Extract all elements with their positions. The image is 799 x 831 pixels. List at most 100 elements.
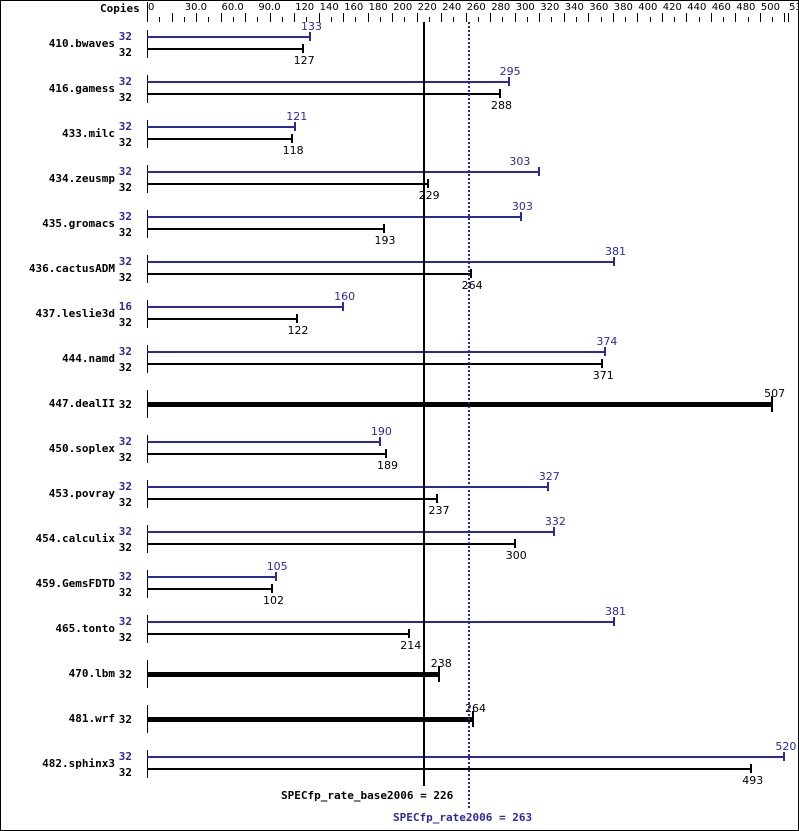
base-value-label: 118 xyxy=(282,144,304,157)
axis-tick xyxy=(527,17,528,22)
base-bar-endcap xyxy=(271,584,274,593)
peak-copies: 32 xyxy=(118,750,132,763)
axis-tick-label: 280 xyxy=(491,2,511,13)
base-value-label: 237 xyxy=(428,504,450,517)
axis-tick-label: 200 xyxy=(393,2,413,13)
axis-tick xyxy=(625,17,626,22)
base-bar xyxy=(147,273,471,275)
row-axis-start xyxy=(147,255,148,283)
axis-tick xyxy=(723,17,724,22)
base-copies: 32 xyxy=(118,451,132,464)
base-copies: 32 xyxy=(118,316,132,329)
base-value-label: 193 xyxy=(374,234,396,247)
axis-tick xyxy=(613,13,614,22)
benchmark-name: 435.gromacs xyxy=(42,217,115,230)
axis-tick xyxy=(172,13,173,22)
axis-tick xyxy=(490,13,491,22)
row-axis-start xyxy=(147,435,148,463)
row-axis-start xyxy=(147,210,148,238)
peak-copies: 32 xyxy=(118,615,132,628)
axis-tick-label: 0 xyxy=(148,2,155,13)
base-summary-label: SPECfp_rate_base2006 = 226 xyxy=(281,789,454,802)
base-copies: 32 xyxy=(118,181,132,194)
benchmark-name: 444.namd xyxy=(62,352,115,365)
peak-value-label: 133 xyxy=(301,20,323,33)
peak-copies: 32 xyxy=(118,480,132,493)
base-copies: 32 xyxy=(118,713,132,726)
benchmark-name: 436.cactusADM xyxy=(28,262,115,275)
axis-tick xyxy=(711,13,712,22)
base-bar-endcap xyxy=(408,629,411,638)
peak-bar xyxy=(147,81,509,83)
base-value-label: 371 xyxy=(592,369,614,382)
axis-tick xyxy=(417,13,418,22)
benchmark-name: 437.leslie3d xyxy=(35,307,115,320)
axis-tick xyxy=(392,13,393,22)
axis-tick xyxy=(331,17,332,22)
peak-bar xyxy=(147,351,606,353)
row-axis-start xyxy=(147,480,148,508)
axis-tick xyxy=(502,17,503,22)
base-copies: 32 xyxy=(118,541,132,554)
base-value-label: 229 xyxy=(418,189,440,202)
row-axis-start xyxy=(147,750,148,778)
peak-bar xyxy=(147,126,296,128)
axis-tick xyxy=(245,13,246,22)
base-value-label: 238 xyxy=(430,657,452,670)
base-value-label: 300 xyxy=(505,549,527,562)
axis-tick-label: 120 xyxy=(295,2,315,13)
axis-tick-label: 380 xyxy=(613,2,633,13)
axis-tick xyxy=(184,17,185,22)
peak-bar-endcap xyxy=(342,302,345,311)
benchmark-name: 470.lbm xyxy=(68,667,115,680)
base-bar xyxy=(147,318,297,320)
axis-tick-label: 400 xyxy=(638,2,658,13)
peak-bar xyxy=(147,756,785,758)
axis-tick-label: 160 xyxy=(344,2,364,13)
axis-tick xyxy=(294,13,295,22)
axis-tick xyxy=(588,13,589,22)
axis-tick xyxy=(319,13,320,22)
row-axis-start xyxy=(147,30,148,58)
axis-tick xyxy=(453,17,454,22)
axis-tick xyxy=(699,17,700,22)
peak-value-label: 295 xyxy=(499,65,521,78)
axis-tick xyxy=(221,13,222,22)
peak-value-label: 303 xyxy=(511,200,533,213)
axis-tick xyxy=(735,13,736,22)
base-value-label: 507 xyxy=(764,387,786,400)
axis-tick xyxy=(539,13,540,22)
axis-tick xyxy=(478,17,479,22)
axis-tick-label: 500 xyxy=(760,2,780,13)
peak-copies: 32 xyxy=(118,210,132,223)
peak-bar-endcap xyxy=(612,257,615,266)
row-axis-start xyxy=(147,615,148,643)
base-value-label: 493 xyxy=(742,774,764,787)
axis-left-line xyxy=(147,2,148,22)
peak-bar-endcap xyxy=(783,752,786,761)
peak-value-label: 303 xyxy=(509,155,531,168)
benchmark-name: 434.zeusmp xyxy=(48,172,115,185)
peak-bar-endcap xyxy=(552,527,555,536)
base-bar-endcap xyxy=(469,269,472,278)
peak-bar xyxy=(147,576,276,578)
peak-copies: 32 xyxy=(118,30,132,43)
axis-tick xyxy=(343,13,344,22)
axis-tick xyxy=(159,17,160,22)
peak-copies: 32 xyxy=(118,255,132,268)
row-axis-start xyxy=(147,345,148,373)
benchmark-name: 482.sphinx3 xyxy=(42,757,115,770)
base-bar xyxy=(147,768,752,770)
axis-tick xyxy=(282,17,283,22)
base-bar-endcap xyxy=(436,494,439,503)
benchmark-name: 410.bwaves xyxy=(48,37,115,50)
axis-tick xyxy=(355,17,356,22)
axis-tick xyxy=(551,17,552,22)
axis-tick xyxy=(306,17,307,22)
base-bar-endcap xyxy=(385,449,387,458)
